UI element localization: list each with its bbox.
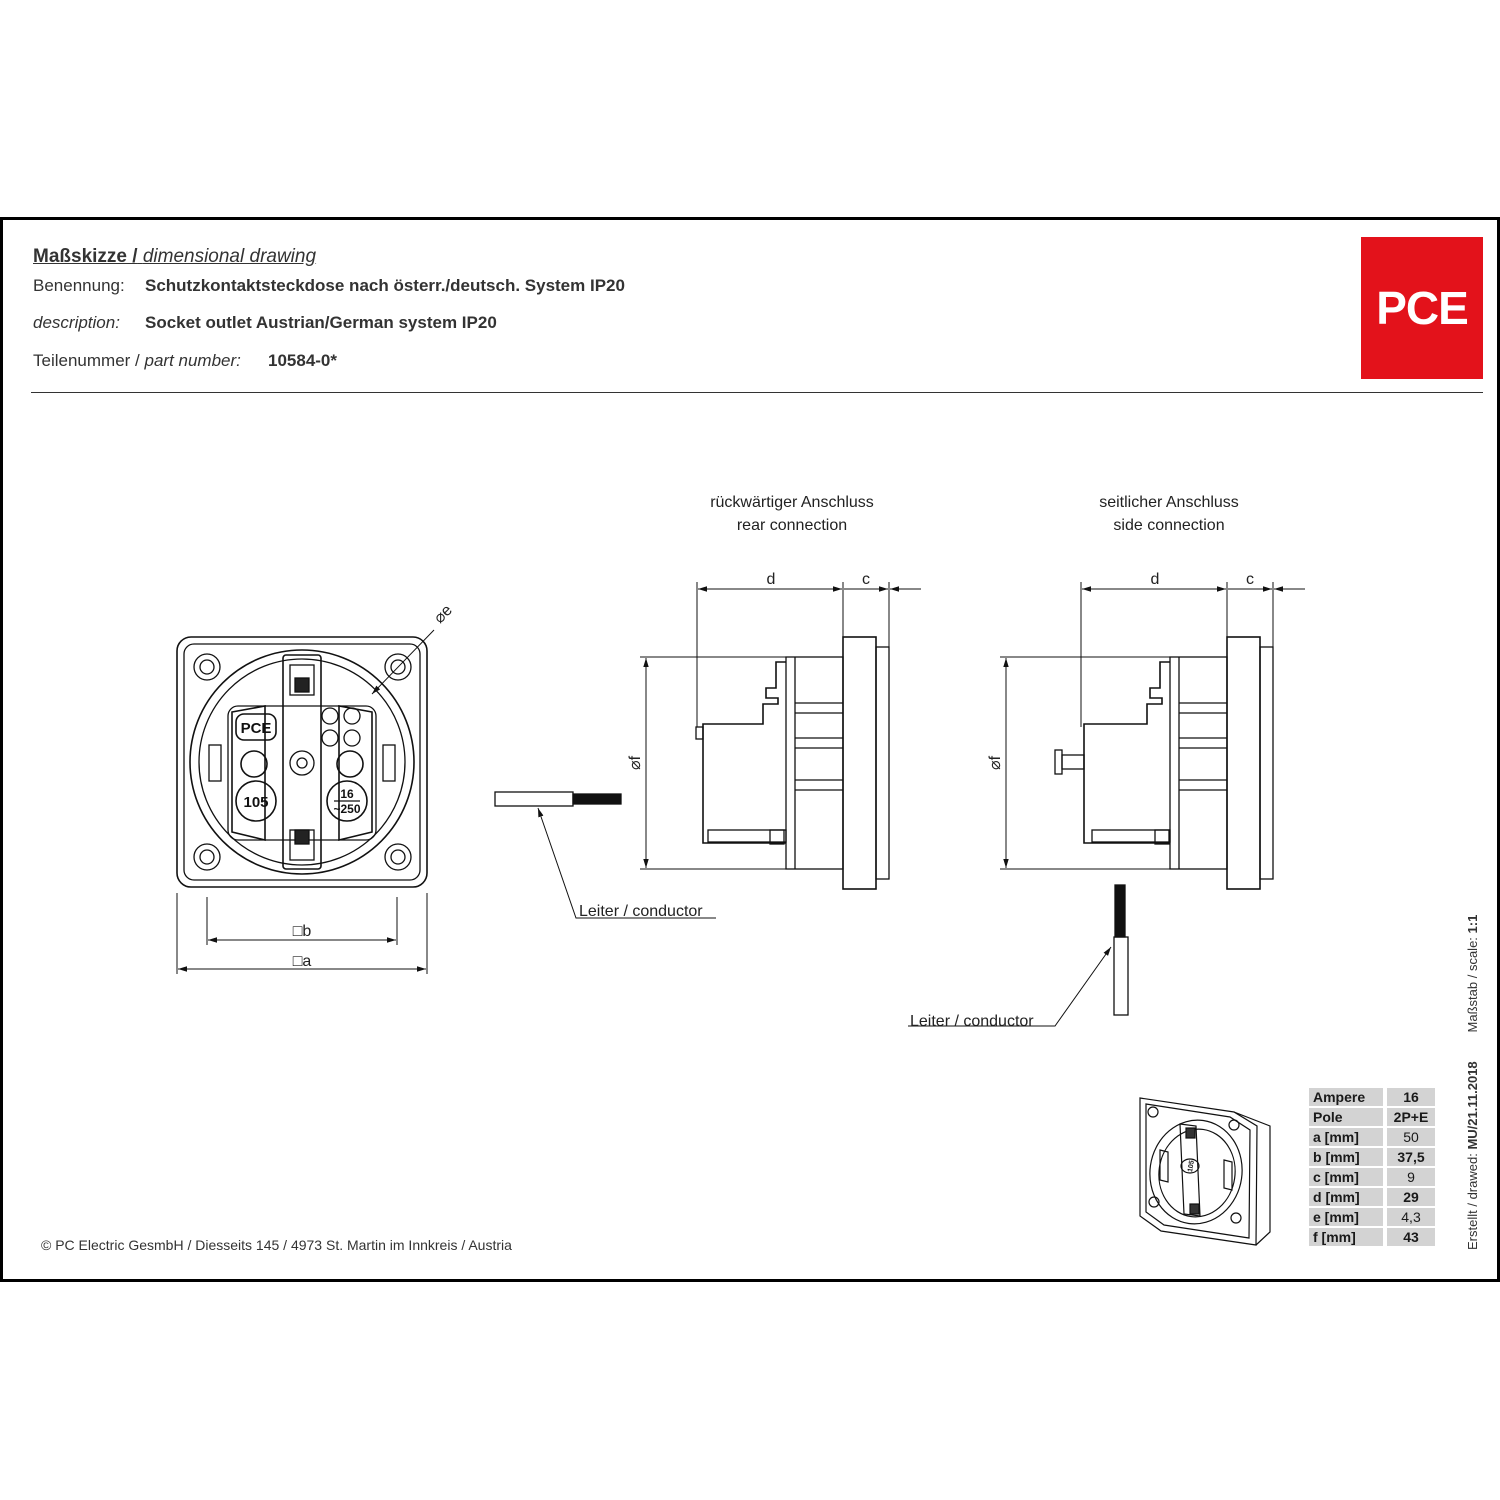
conductor-side	[908, 884, 1129, 1027]
spec-value: 37,5	[1387, 1148, 1435, 1166]
rear-dimensions	[640, 582, 921, 870]
spec-value: 2P+E	[1387, 1108, 1435, 1126]
product-isometric-illustration: 105	[1139, 1097, 1271, 1246]
side-dimensions	[1000, 582, 1305, 870]
part-number-value: 10584-0*	[268, 351, 338, 370]
rear-view-title-de: rückwärtiger Anschluss	[710, 494, 874, 511]
spec-row: f [mm]43	[1309, 1228, 1435, 1246]
drawing-sheet: Maßskizze / dimensional drawing Benennun…	[0, 217, 1500, 1282]
footer-copyright: © PC Electric GesmbH / Diesseits 145 / 4…	[41, 1237, 512, 1253]
spec-key: a [mm]	[1309, 1128, 1383, 1146]
side-view	[1054, 636, 1274, 890]
spec-row: b [mm]37,5	[1309, 1148, 1435, 1166]
pce-logo: PCE	[1361, 237, 1483, 379]
front-brand-mark: PCE	[241, 720, 272, 737]
designation-label: Benennung:	[33, 276, 125, 295]
spec-value: 9	[1387, 1168, 1435, 1186]
side-dim-label-c: c	[1246, 571, 1254, 588]
conductor-label-side: Leiter / conductor	[910, 1013, 1034, 1030]
front-dimensions	[176, 629, 435, 974]
rear-view	[695, 636, 890, 890]
spec-value: 50	[1387, 1128, 1435, 1146]
description-value: Socket outlet Austrian/German system IP2…	[145, 313, 497, 332]
dim-label-a: □a	[293, 953, 312, 970]
side-view-title-en: side connection	[1113, 517, 1224, 534]
front-rating-bottom: ~250	[333, 802, 360, 816]
spec-key: f [mm]	[1309, 1228, 1383, 1246]
spec-value: 16	[1387, 1088, 1435, 1106]
spec-key: b [mm]	[1309, 1148, 1383, 1166]
designation-value: Schutzkontaktsteckdose nach österr./deut…	[145, 276, 625, 295]
header-divider	[31, 392, 1483, 393]
spec-row: e [mm]4,3	[1309, 1208, 1435, 1226]
rear-dim-label-f: ⌀f	[627, 755, 644, 770]
spec-key: e [mm]	[1309, 1208, 1383, 1226]
spec-row: a [mm]50	[1309, 1128, 1435, 1146]
description-label: description:	[33, 313, 120, 332]
front-code-mark: 105	[243, 794, 268, 811]
part-number-label: Teilenummer / part number:	[33, 351, 241, 370]
spec-value: 43	[1387, 1228, 1435, 1246]
dim-label-b: □b	[293, 923, 312, 940]
spec-row: d [mm]29	[1309, 1188, 1435, 1206]
spec-row: c [mm]9	[1309, 1168, 1435, 1186]
spec-key: Ampere	[1309, 1088, 1383, 1106]
rear-dim-label-c: c	[862, 571, 870, 588]
spec-key: d [mm]	[1309, 1188, 1383, 1206]
side-dim-label-d: d	[1151, 571, 1160, 588]
front-rating-top: 16	[340, 787, 354, 801]
mounting-holes	[193, 653, 412, 871]
spec-key: Pole	[1309, 1108, 1383, 1126]
drawing-title: Maßskizze / dimensional drawing	[33, 246, 317, 267]
spec-key: c [mm]	[1309, 1168, 1383, 1186]
conductor-rear	[494, 791, 716, 919]
spec-value: 4,3	[1387, 1208, 1435, 1226]
conductor-label-rear: Leiter / conductor	[579, 903, 703, 920]
front-view: PCE 105 16 ~250	[176, 636, 428, 888]
side-dim-label-f: ⌀f	[987, 755, 1004, 770]
iso-code-mark: 105	[1187, 1160, 1196, 1173]
rear-dim-label-d: d	[767, 571, 776, 588]
rear-view-title-en: rear connection	[737, 517, 847, 534]
spec-value: 29	[1387, 1188, 1435, 1206]
dim-label-e: ⌀e	[431, 602, 456, 627]
side-view-title-de: seitlicher Anschluss	[1099, 494, 1239, 511]
